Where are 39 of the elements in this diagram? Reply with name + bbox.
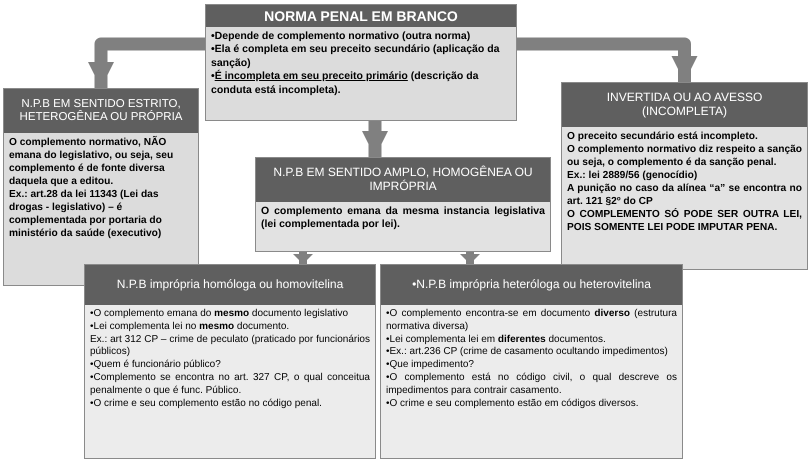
body-text: •Lei complementa lei no mesmo documento.: [90, 320, 290, 334]
body-text: •O complemento emana do mesmo documento legislativo: [90, 308, 350, 321]
arrow: [517, 38, 698, 82]
text-box: [84, 264, 376, 459]
body-text: Ex.: art.28 da lei 11343 (Lei das drogas - legislativo) – é complementada por portaria do ministério da saúde (executivo): [9, 188, 163, 240]
text-box: [205, 4, 517, 121]
box-heading: N.P.B EM SENTIDO AMPLO, HOMOGÊNEA OU IMPRÓPRIA: [272, 166, 534, 194]
body-text: O complemento emana da mesma instancia legislativa (lei complementada por lei).: [261, 205, 545, 232]
text-box: [380, 264, 683, 459]
body-text: O complemento normativo, NÃO emana do legislativo, ou seja, seu complemento é de fonte diversa daquela que a editou.: [9, 136, 174, 188]
arrow: [88, 38, 205, 88]
body-text: •Complemento se encontra no art. 327 CP, o qual conceitua penalmente o que é func. Público.: [90, 372, 370, 398]
box-heading: INVERTIDA OU AO AVESSO (INCOMPLETA): [606, 91, 764, 119]
box-heading: •N.P.B imprópria heteróloga ou heterovitelina: [412, 278, 651, 292]
arrow: [293, 252, 313, 264]
body-text: •Ela é completa em seu preceito secundário (aplicação da sanção): [211, 43, 500, 70]
arrow: [362, 121, 388, 157]
text-box: [561, 82, 808, 270]
body-text: •Quem é funcionário público?: [90, 359, 222, 372]
body-text: •O complemento encontra-se em documento diverso (estrutura normativa diversa): [386, 308, 677, 334]
body-text: •Ex.: art.236 CP (crime de casamento ocultando impedimentos): [386, 346, 669, 360]
box-heading: N.P.B EM SENTIDO ESTRITO, HETEROGÊNEA OU PRÓPRIA: [18, 98, 184, 124]
body-text: •Lei complementa lei em diferentes documentos.: [386, 334, 607, 346]
box-heading: NORMA PENAL EM BRANCO: [264, 8, 458, 24]
arrow: [460, 252, 480, 264]
body-text: •Depende de complemento normativo (outra norma): [211, 30, 472, 44]
body-text: Ex.: art 312 CP – crime de peculato (praticado por funcionários públicos): [90, 334, 370, 360]
box-heading: N.P.B imprópria homóloga ou homovitelina: [116, 278, 344, 292]
body-text: A punição no caso da alínea “a” se encontra no art. 121 §2º do CP: [567, 182, 802, 208]
body-text: •O crime e seu complemento estão no código penal.: [90, 398, 323, 410]
body-text: •O complemento está no código civil, o qual descreve os impedimentos para contrair casamento.: [386, 372, 677, 398]
body-text: O COMPLEMENTO SÓ PODE SER OUTRA LEI, POIS SOMENTE LEI PODE IMPUTAR PENA.: [567, 208, 802, 234]
body-text: O complemento normativo diz respeito a sanção ou seja, o complemento é da sanção penal.: [567, 143, 802, 170]
body-text: •O crime e seu complemento estão em códigos diversos.: [386, 398, 640, 410]
body-text: O preceito secundário está incompleto.: [567, 130, 759, 144]
text-box: [255, 157, 551, 252]
body-text: Ex.: lei 2889/56 (genocídio): [567, 169, 698, 182]
body-text: •Que impedimento?: [386, 359, 475, 372]
body-text: •É incompleta em seu preceito primário (descrição da conduta está incompleta).: [211, 70, 480, 98]
